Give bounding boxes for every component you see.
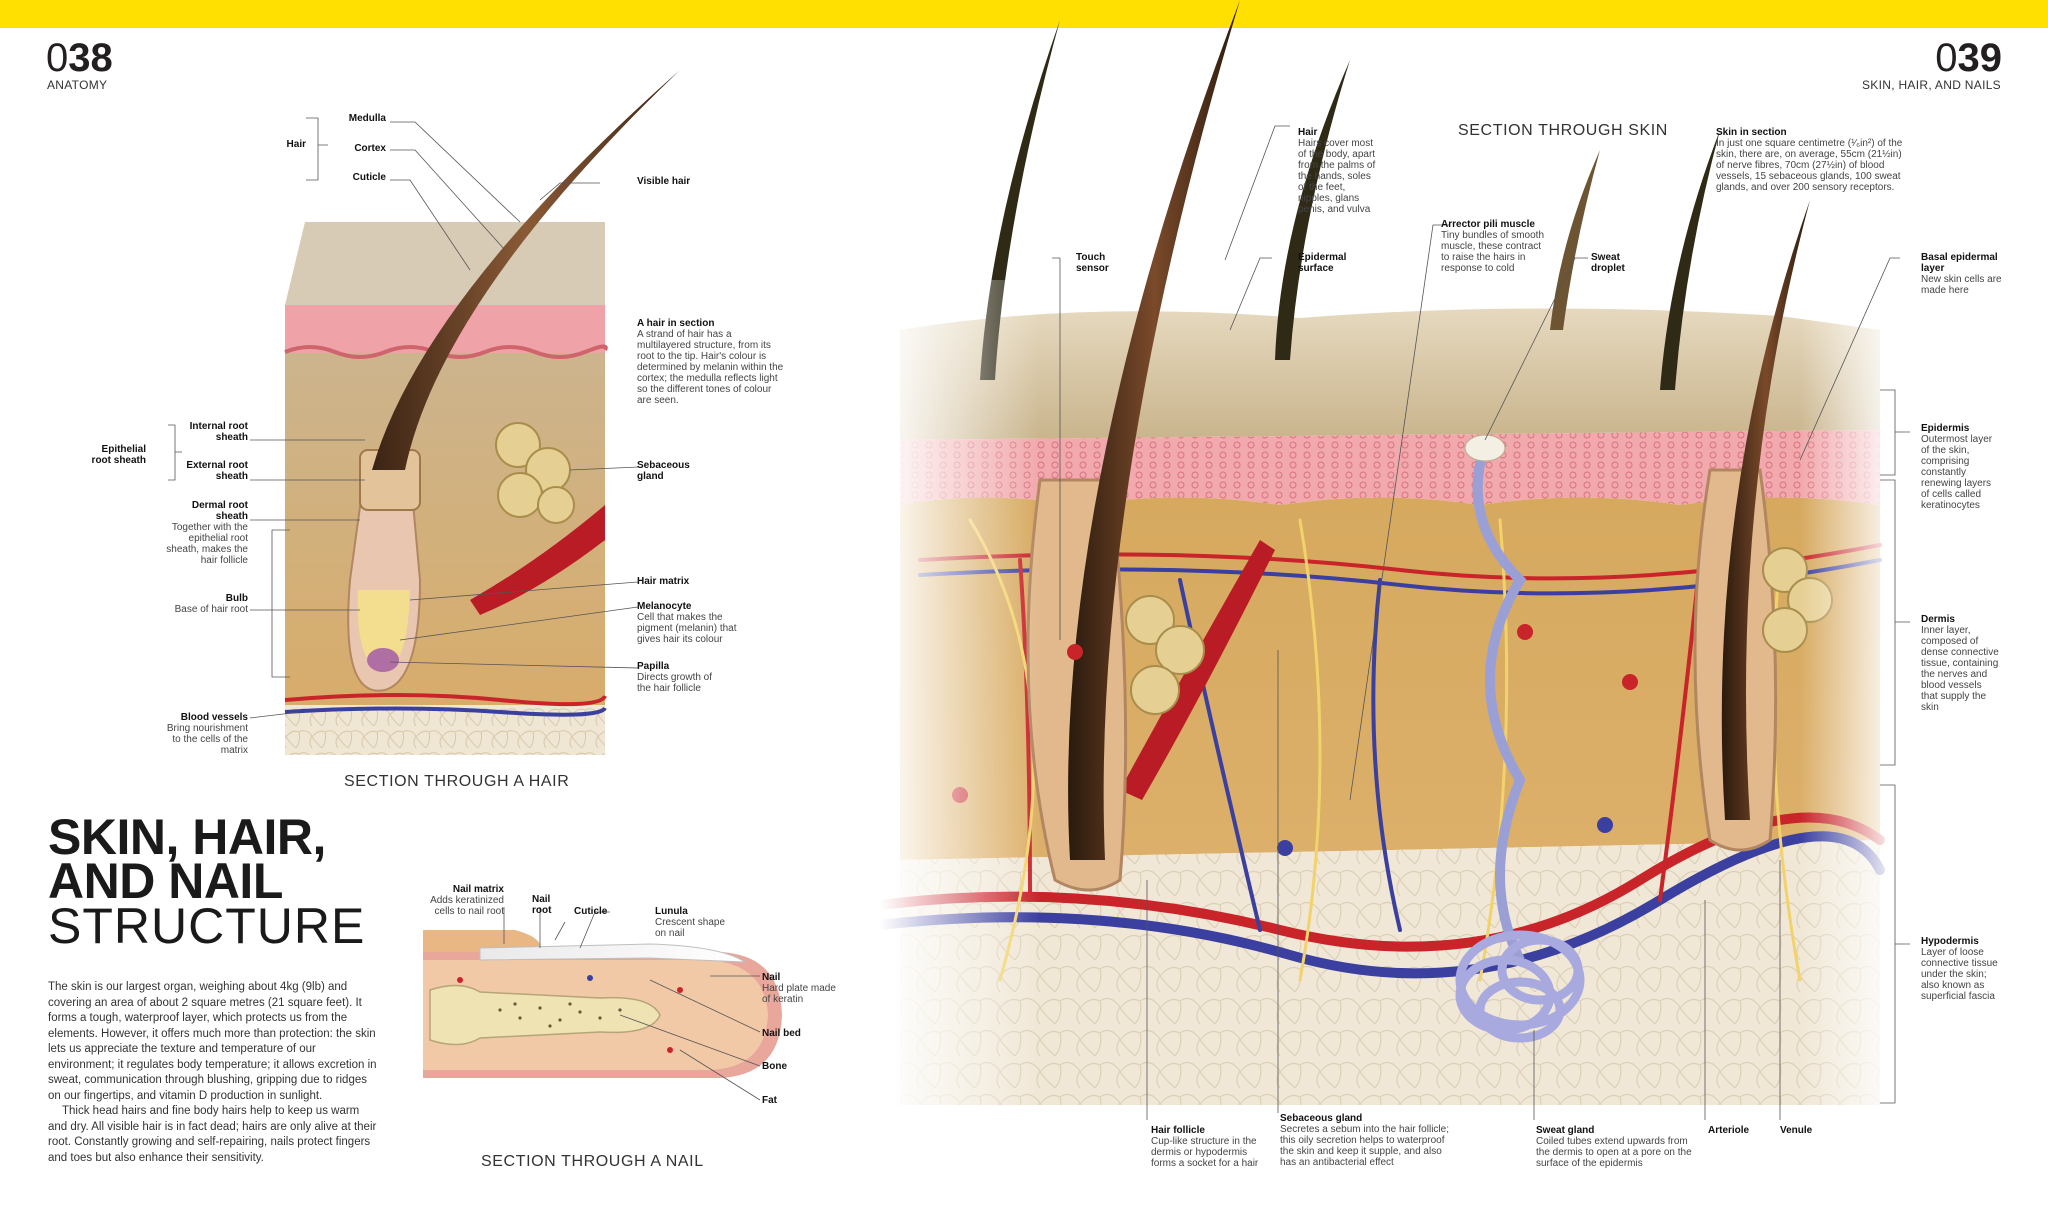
- right-page-number: 039: [1935, 36, 2002, 80]
- left-section-name: ANATOMY: [47, 78, 108, 92]
- hair-shaft-2: [1721, 200, 1810, 820]
- sebaceous-gland-1: [1125, 595, 1205, 715]
- lunula-desc: Crescent shape on nail: [655, 917, 726, 939]
- bulb-desc: Base of hair root: [174, 604, 248, 615]
- dermis-desc: Inner layer, composed of dense connectiv…: [1921, 625, 1999, 713]
- nail-root-label: Nail root: [532, 894, 552, 916]
- arrector-pili-label: Arrector pili muscle: [1441, 219, 1535, 230]
- nail-cuticle-label: Cuticle: [574, 906, 608, 917]
- nail-matrix-desc: Adds keratinized cells to nail root: [430, 895, 504, 917]
- sweat-duct: [1472, 443, 1527, 963]
- hair-follicle-label: Hair follicle: [1151, 1125, 1205, 1136]
- right-section-name: SKIN, HAIR, AND NAILS: [1861, 78, 2001, 92]
- intro-text: The skin is our largest organ, weighing …: [48, 980, 378, 1166]
- epidermis-desc: Outermost layer of the skin, comprising …: [1921, 434, 1993, 511]
- medulla-label: Medulla: [348, 113, 386, 124]
- dermal-root-sheath-label: Dermal root sheath: [191, 500, 248, 522]
- internal-root-sheath-label: Internal root sheath: [189, 421, 248, 443]
- melanocyte-label: Melanocyte: [637, 601, 692, 612]
- hair-follicle-desc: Cup-like structure in the dermis or hypo…: [1151, 1136, 1259, 1169]
- cortex-label: Cortex: [354, 143, 386, 154]
- hair-section-illustration: [168, 70, 680, 755]
- hair-in-section-note: A hair in section A strand of hair has a…: [637, 318, 784, 406]
- hypodermis-label: Hypodermis: [1921, 936, 1979, 947]
- page-title: SKIN, HAIR, AND NAIL STRUCTURE: [48, 809, 366, 954]
- venule-label: Venule: [1780, 1125, 1813, 1136]
- basal-layer-desc: New skin cells are made here: [1921, 274, 2002, 296]
- skin-in-section-note: Skin in section In just one square centi…: [1716, 127, 1903, 193]
- arteriole-label: Arteriole: [1708, 1125, 1750, 1136]
- cuticle-label: Cuticle: [352, 172, 386, 183]
- nail-bed-label: Nail bed: [762, 1028, 801, 1039]
- hair-tissue-block: [285, 305, 605, 755]
- sweat-droplet-label: Sweat droplet: [1591, 252, 1625, 274]
- sebaceous-gland-skin-label: Sebaceous gland: [1280, 1113, 1363, 1124]
- hair-matrix-label: Hair matrix: [637, 576, 690, 587]
- sweat-gland-desc: Coiled tubes extend upwards from the der…: [1536, 1136, 1692, 1169]
- papilla-desc: Directs growth of the hair follicle: [637, 672, 713, 694]
- nail-label: Nail: [762, 972, 781, 983]
- fat-label: Fat: [762, 1095, 777, 1106]
- epidermal-surface-label: Epidermal surface: [1298, 252, 1347, 274]
- skin-section-illustration: [880, 0, 1910, 1120]
- sebaceous-gland-skin-desc: Secretes a sebum into the hair follicle;…: [1280, 1124, 1449, 1168]
- external-root-sheath-label: External root sheath: [186, 460, 248, 482]
- sweat-droplet-shape: [1464, 434, 1506, 462]
- skin-caption: SECTION THROUGH SKIN: [1458, 122, 1668, 139]
- papilla-label: Papilla: [637, 661, 670, 672]
- arrector-pili-desc: Tiny bundles of smooth muscle, these con…: [1441, 230, 1545, 274]
- blood-vessels-label: Blood vessels: [180, 712, 248, 723]
- nail-plate: [479, 943, 747, 963]
- sweat-gland-label: Sweat gland: [1536, 1125, 1595, 1136]
- epidermis-label: Epidermis: [1921, 423, 1970, 434]
- skin-hair-desc: Hairs cover most of the body, apart from…: [1298, 138, 1376, 215]
- nail-section-illustration: [423, 907, 782, 1101]
- touch-sensor-label: Touch sensor: [1076, 252, 1109, 274]
- bulb-label: Bulb: [225, 593, 248, 604]
- top-yellow-band: [0, 0, 2048, 28]
- left-page-number: 038: [46, 36, 113, 80]
- hair-shaft: [372, 70, 680, 470]
- melanocyte-desc: Cell that makes the pigment (melanin) th…: [637, 612, 737, 645]
- nail-desc: Hard plate made of keratin: [762, 983, 836, 1005]
- intro-paragraph-2: Thick head hairs and fine body hairs hel…: [48, 1105, 377, 1164]
- hair-label: Hair: [286, 139, 306, 150]
- lunula-label: Lunula: [655, 906, 688, 917]
- visible-hair-label: Visible hair: [637, 176, 691, 187]
- skin-surface: [900, 308, 1880, 440]
- bone-label: Bone: [762, 1061, 787, 1072]
- sweat-gland-coil: [1455, 930, 1585, 1043]
- epithelial-root-sheath-label: Epithelial root sheath: [91, 444, 146, 466]
- hair-fat-layer: [285, 705, 605, 755]
- dermal-root-sheath-desc: Together with the epithelial root sheath…: [166, 522, 248, 566]
- hair-shaft-1: [1068, 0, 1240, 860]
- nail-caption: SECTION THROUGH A NAIL: [481, 1153, 704, 1170]
- venule-vessel: [880, 831, 1885, 979]
- hypodermis-desc: Layer of loose connective tissue under t…: [1921, 947, 1998, 1002]
- basal-layer-label: Basal epidermal layer: [1921, 252, 1998, 274]
- skin-hair-label: Hair: [1298, 127, 1318, 138]
- nail-matrix-label: Nail matrix: [452, 884, 504, 895]
- hair-caption: SECTION THROUGH A HAIR: [344, 773, 570, 790]
- dermis-label: Dermis: [1921, 614, 1955, 625]
- arrector-pili-muscle: [1120, 540, 1275, 800]
- sebaceous-gland-label: Sebaceous gland: [637, 460, 690, 482]
- intro-paragraph-1: The skin is our largest organ, weighing …: [48, 981, 377, 1102]
- skin-epidermis: [900, 430, 1880, 505]
- hair-sebaceous-gland: [495, 422, 575, 524]
- blood-vessels-desc: Bring nourishment to the cells of the ma…: [166, 723, 248, 756]
- finger-bone: [429, 984, 661, 1046]
